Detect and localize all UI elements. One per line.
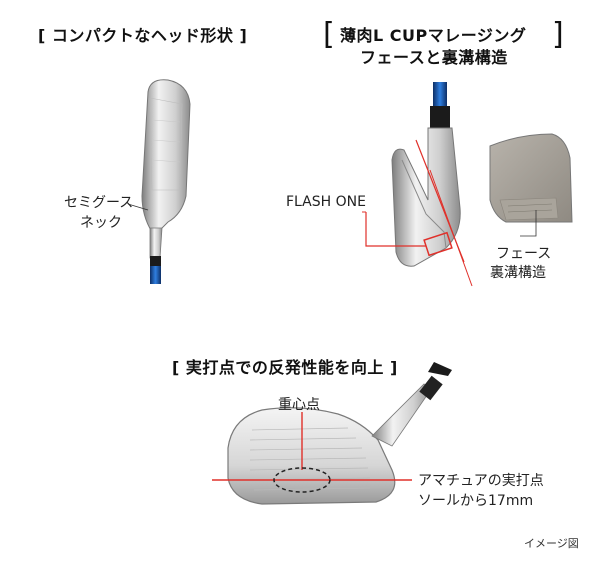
label-amateur-line1: アマチュアの実打点 (418, 473, 544, 489)
footer-image-note: イメージ図 (524, 537, 579, 550)
heading-compact-head: [ コンパクトなヘッド形状 ] (38, 26, 248, 45)
label-center-of-gravity: 重心点 (278, 397, 320, 413)
face-back-image (489, 133, 573, 237)
bracket-right: ] (552, 17, 565, 52)
bracket-left: [ (323, 17, 336, 52)
semigoose-leader (127, 203, 149, 211)
compact-head-image (141, 79, 191, 284)
label-face-groove-line2: 裏溝構造 (490, 265, 546, 281)
heading-sweet-spot: [ 実打点での反発性能を向上 ] (172, 358, 398, 377)
heading-cup-line2: フェースと裏溝構造 (360, 48, 508, 67)
label-semigoose-line1: セミグース (64, 195, 134, 211)
heading-cup-line1: 薄肉L CUPマレージング (340, 26, 527, 45)
face-view-image (212, 362, 452, 505)
label-face-groove-line1: フェース (496, 246, 552, 262)
label-flash-one: FLASH ONE (286, 194, 366, 210)
label-semigoose-line2: ネック (80, 215, 122, 231)
label-amateur-line2: ソールから17mm (418, 493, 534, 509)
l-cup-head-image (362, 82, 473, 287)
